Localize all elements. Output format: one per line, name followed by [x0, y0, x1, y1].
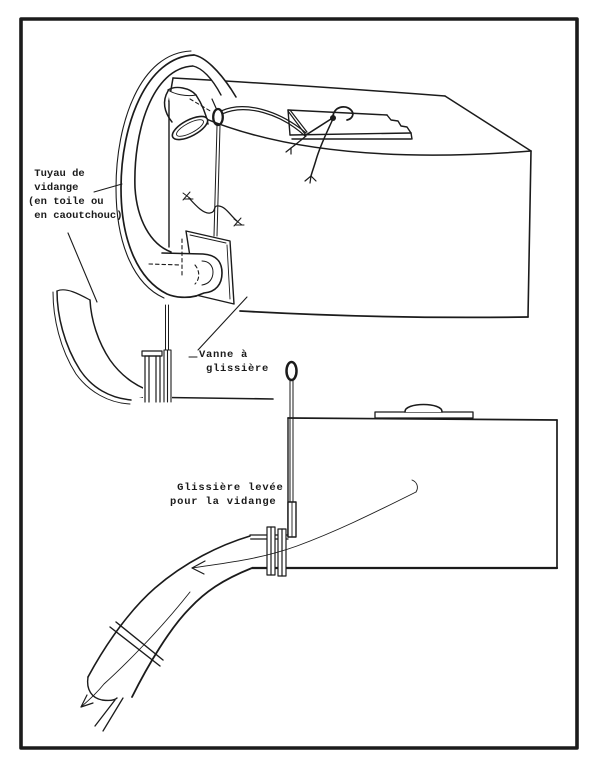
label-slide-raised: Glissière levée pour la vidange [170, 482, 284, 508]
arrowhead [80, 694, 94, 708]
drain-hose-loop [115, 50, 237, 299]
drain-hose-lowered [86, 535, 253, 732]
label-leader-lines [67, 183, 248, 358]
slide-rod [211, 98, 221, 237]
tank-side-view [80, 360, 559, 732]
valve-detail-view [52, 289, 274, 405]
detail-rod [165, 304, 169, 351]
hose-mouth-lines [94, 697, 124, 732]
label-drain-hose: Tuyau de vidange (en toile ou en caoutch… [28, 168, 123, 222]
cord-brace [287, 110, 306, 135]
rod-tie-cord [182, 191, 245, 227]
pull-ring-side [285, 360, 298, 382]
slide-rod-side [289, 380, 294, 503]
label-slide-valve: Vanne à glissière [199, 349, 270, 375]
pull-ring [212, 107, 224, 127]
hidden-edge-dashes [148, 98, 213, 285]
cord-knot [330, 115, 336, 121]
filler-cap [374, 403, 474, 419]
hose-clamp [109, 621, 164, 667]
valve-flanges [266, 526, 287, 577]
tie-cords [220, 105, 354, 184]
flow-arrows [80, 479, 418, 708]
cord-frayed-end [304, 175, 317, 184]
page-frame [19, 17, 579, 750]
cord-loop [332, 105, 354, 121]
lid-hatch [287, 109, 413, 140]
funnel-inlet [163, 86, 209, 141]
valve-housing [141, 349, 172, 403]
arrowhead [191, 560, 206, 575]
